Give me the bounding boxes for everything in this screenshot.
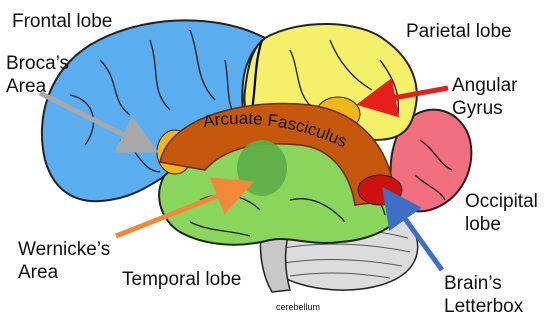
broca-area-label-line2: Area	[6, 75, 46, 98]
brains-letterbox-spot	[358, 175, 402, 205]
wernicke-area-label-line1: Wernicke’s	[18, 238, 110, 261]
angular-gyrus-label-line2: Gyrus	[452, 97, 503, 120]
temporal-lobe-label: Temporal lobe	[122, 268, 241, 291]
angular-gyrus-label-line1: Angular	[452, 74, 518, 97]
cerebellum-label: cerebellum	[276, 302, 320, 313]
frontal-lobe-label: Frontal lobe	[12, 10, 112, 33]
broca-area-label-line1: Broca’s	[6, 52, 69, 75]
letterbox-label-line2: Letterbox	[444, 295, 523, 318]
letterbox-label-line1: Brain’s	[444, 272, 502, 295]
occipital-lobe-label-line2: lobe	[465, 213, 501, 236]
wernicke-area-label-line2: Area	[18, 261, 58, 284]
parietal-lobe-label: Parietal lobe	[406, 20, 512, 43]
occipital-lobe-label-line1: Occipital	[465, 190, 538, 213]
